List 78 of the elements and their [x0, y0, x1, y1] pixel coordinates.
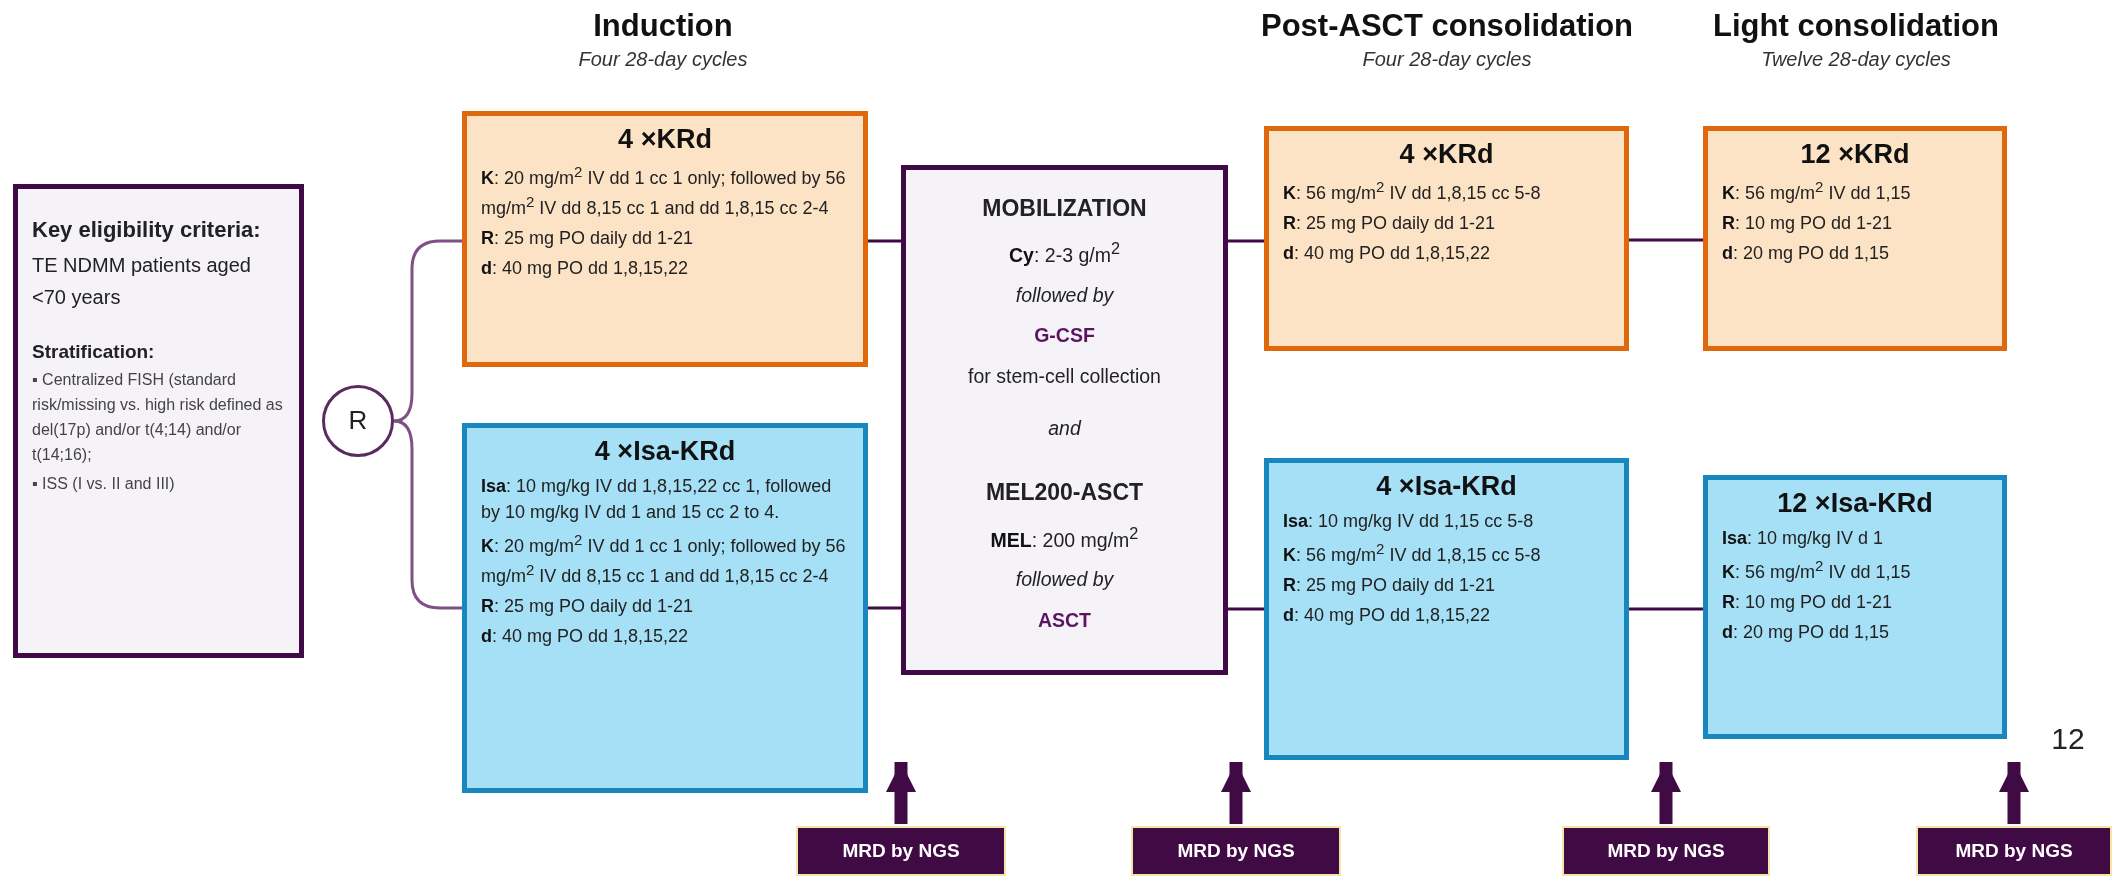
connector-line	[1228, 239, 1264, 243]
box-label: MRD by NGS	[1955, 839, 2073, 864]
heading: 12 ×Isa-KRd	[1776, 488, 1934, 519]
dose-text: d: 40 mg PO dd 1,8,15,22	[1283, 604, 1492, 628]
heading: Key eligibility criteria:	[32, 216, 262, 244]
dose-text: d: 40 mg PO dd 1,8,15,22	[1283, 242, 1492, 266]
box-label: MRD by NGS	[1177, 839, 1295, 864]
connector-line	[1629, 607, 1703, 611]
dose-text: d: 40 mg PO dd 1,8,15,22	[481, 625, 690, 649]
dose-text: d: 40 mg PO dd 1,8,15,22	[481, 257, 690, 281]
dose-text: d: 20 mg PO dd 1,15	[1722, 621, 1891, 645]
heading: 4 ×Isa-KRd	[1375, 471, 1518, 502]
connector-line	[393, 239, 462, 423]
body-text: followed by	[1014, 567, 1115, 593]
bullet-item: ▪ ISS (I vs. II and III)	[32, 473, 176, 494]
phase-heading: Induction	[593, 8, 733, 44]
dose-text: R: 25 mg PO daily dd 1-21	[1283, 574, 1497, 598]
connector-line	[1629, 238, 1703, 242]
page-number: 12	[2051, 722, 2085, 756]
cycles-note: Four 28-day cycles	[578, 48, 748, 71]
dose-text: R: 25 mg PO daily dd 1-21	[481, 227, 695, 251]
arrow	[1221, 762, 1251, 824]
heading: MOBILIZATION	[981, 194, 1148, 223]
body-text: Cy: 2-3 g/m$^{2}$	[1008, 238, 1121, 268]
circle-letter: R	[348, 404, 368, 438]
assessment-box	[796, 826, 1006, 876]
heading: 4 ×KRd	[1398, 139, 1495, 170]
heading: MEL200-ASCT	[984, 478, 1145, 508]
criteria-text: TE NDMM patients aged <70 years	[32, 252, 252, 310]
connector-line	[868, 606, 901, 610]
dose-text: Isa: 10 mg/kg IV dd 1,8,15,22 cc 1, followed by 10 mg/kg IV dd 1 and 15 cc 2 to 4.	[481, 475, 833, 525]
cycles-note: Four 28-day cycles	[1362, 48, 1532, 71]
arrow	[1999, 762, 2029, 824]
body-text: MEL: 200 mg/m$^{2}$	[989, 522, 1140, 553]
box-label: MRD by NGS	[1607, 839, 1725, 864]
treatment-box	[1703, 126, 2007, 351]
connector-line	[868, 239, 901, 243]
body-text: ASCT	[1036, 607, 1093, 633]
heading: 4 ×Isa-KRd	[593, 436, 737, 467]
body-text: followed by	[1014, 283, 1115, 309]
phase-heading: Post-ASCT consolidation	[1261, 8, 1633, 44]
dose-text: R: 10 mg PO dd 1-21	[1722, 212, 1894, 236]
assessment-box	[1131, 826, 1341, 876]
dose-text: Isa: 10 mg/kg IV dd 1,15 cc 5-8	[1283, 510, 1535, 533]
heading: 12 ×KRd	[1799, 139, 1911, 170]
dose-text: K: 56 mg/m$^{2}$ IV dd 1,15	[1722, 177, 1912, 205]
box-label: MRD by NGS	[842, 839, 960, 864]
treatment-box	[1264, 458, 1629, 760]
body-text: for stem-cell collection	[967, 363, 1162, 389]
treatment-box	[1703, 475, 2007, 739]
arrow	[886, 762, 916, 824]
phase-heading: Light consolidation	[1713, 8, 1999, 44]
dose-text: R: 10 mg PO dd 1-21	[1722, 591, 1894, 615]
dose-text: K: 20 mg/m$^{2}$ IV dd 1 cc 1 only; followed by 56 mg/m$^{2}$ IV dd 8,15 cc 1 and dd 1,8,15 cc 2-4	[481, 530, 847, 589]
arrow	[1651, 762, 1681, 824]
connector-line	[393, 419, 462, 610]
procedure-box	[901, 165, 1228, 675]
body-text: G-CSF	[1033, 323, 1096, 349]
dose-text: K: 56 mg/m$^{2}$ IV dd 1,15	[1722, 556, 1912, 585]
dose-text: K: 56 mg/m$^{2}$ IV dd 1,8,15 cc 5-8	[1283, 177, 1542, 205]
treatment-box	[462, 111, 868, 367]
connector-line	[1228, 607, 1264, 611]
assessment-box	[1562, 826, 1770, 876]
heading: 4 ×KRd	[617, 124, 713, 155]
dose-text: d: 20 mg PO dd 1,15	[1722, 242, 1891, 266]
dose-text: K: 20 mg/m$^{2}$ IV dd 1 cc 1 only; followed by 56 mg/m$^{2}$ IV dd 8,15 cc 1 and dd 1,8,15 cc 2-4	[481, 162, 847, 221]
cycles-note: Twelve 28-day cycles	[1761, 48, 1951, 71]
dose-text: R: 25 mg PO daily dd 1-21	[481, 595, 695, 619]
eligibility-box	[13, 184, 304, 658]
dose-text: K: 56 mg/m$^{2}$ IV dd 1,8,15 cc 5-8	[1283, 539, 1542, 568]
treatment-box	[462, 423, 868, 793]
dose-text: Isa: 10 mg/kg IV d 1	[1722, 527, 1885, 550]
treatment-box	[1264, 126, 1629, 351]
body-text: and	[1047, 415, 1083, 441]
heading: Stratification:	[32, 339, 156, 364]
bullet-item: ▪ Centralized FISH (standard risk/missing vs. high risk defined as del(17p) and/or t(4;14) and/or t(14;16);	[32, 370, 284, 465]
assessment-box	[1916, 826, 2112, 876]
dose-text: R: 25 mg PO daily dd 1-21	[1283, 212, 1497, 236]
